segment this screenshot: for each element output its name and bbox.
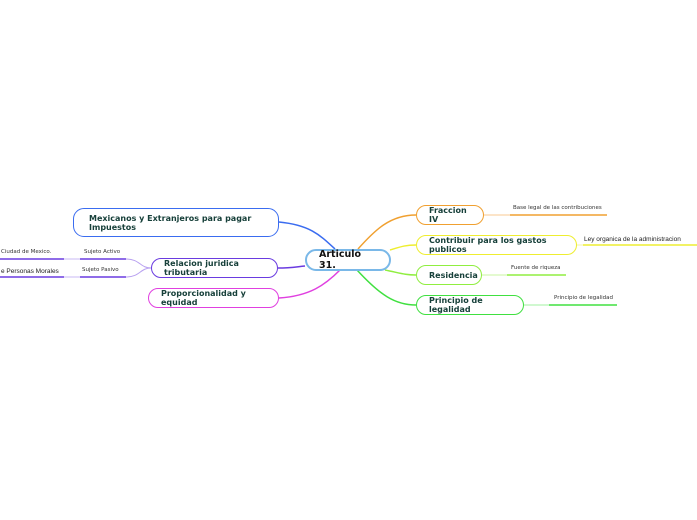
leaf-ley-organica[interactable]: Ley organica de la administracion <box>584 236 681 243</box>
central-node[interactable]: Articulo 31. <box>305 249 391 271</box>
leaf-fuente-riqueza[interactable]: Fuente de riqueza <box>511 265 561 271</box>
node-fraccion-iv[interactable]: Fraccion IV <box>416 205 484 225</box>
leaf-sujeto-activo[interactable]: Sujeto Activo <box>84 249 121 255</box>
node-contribuir[interactable]: Contribuir para los gastos publicos <box>416 235 577 255</box>
node-residencia[interactable]: Residencia <box>416 265 482 285</box>
leaf-base-legal[interactable]: Base legal de las contribuciones <box>513 205 602 211</box>
leaf-principio-legalidad[interactable]: Principio de legalidad <box>554 295 613 301</box>
leaf-sujeto-pasivo[interactable]: Sujeto Pasivo <box>82 267 119 273</box>
node-relacion-juridica[interactable]: Relacion juridica tributaria <box>151 258 278 278</box>
node-proporcionalidad[interactable]: Proporcionalidad y equidad <box>148 288 279 308</box>
leaf-ciudad-de-mexico[interactable]: Ciudad de Mexico. <box>1 249 52 255</box>
node-principio-legalidad[interactable]: Principio de legalidad <box>416 295 524 315</box>
leaf-personas-morales[interactable]: e Personas Morales <box>1 268 59 275</box>
node-mexicanos-extranjeros[interactable]: Mexicanos y Extranjeros para pagar Impue… <box>73 208 279 237</box>
